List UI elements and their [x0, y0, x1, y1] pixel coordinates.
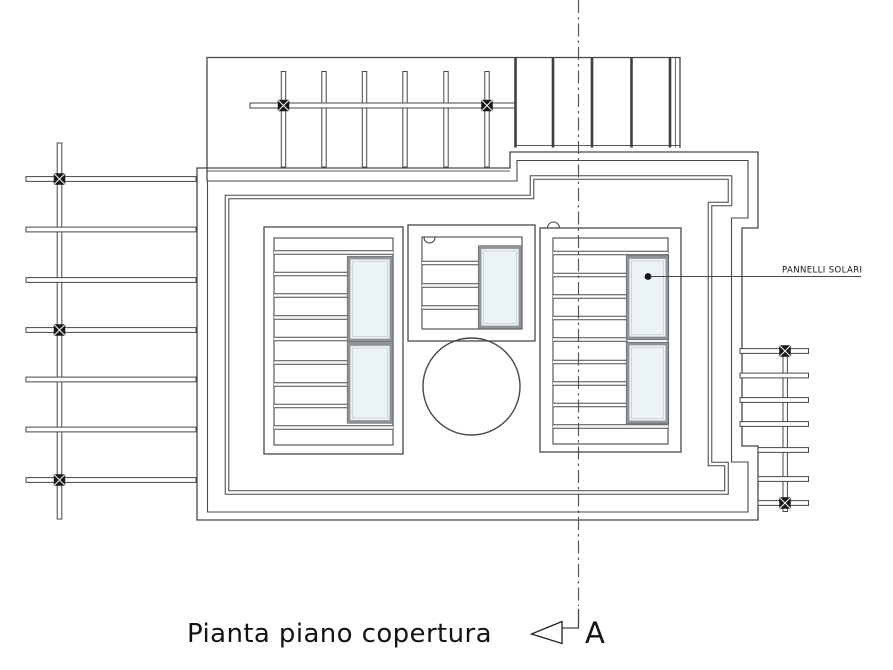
pannelli-solari-label: PANNELLI SOLARI — [782, 266, 862, 276]
building-outline — [196, 151, 759, 521]
section-arrow-head — [529, 620, 563, 645]
pergola-beam — [757, 476, 809, 482]
solar-panel — [346, 342, 394, 424]
vent-arc — [423, 237, 436, 244]
vent-arc — [546, 221, 561, 229]
pergola-post — [321, 71, 327, 168]
column-marker — [481, 99, 493, 112]
solar-panel — [625, 255, 670, 341]
pergola-beam — [25, 176, 197, 182]
section-line: A — [529, 0, 605, 650]
left-pergola — [25, 142, 197, 520]
solar-panel — [477, 245, 523, 330]
column-marker — [53, 474, 66, 486]
solar-panel — [346, 255, 394, 343]
roof-slats — [553, 250, 668, 429]
pergola-beam — [739, 421, 809, 427]
pergola-post — [443, 71, 449, 168]
skylight-circle — [422, 337, 521, 436]
plan-title: Pianta piano copertura — [187, 619, 492, 649]
pergola-beam — [757, 447, 809, 453]
column-marker — [53, 173, 66, 185]
column-marker — [53, 324, 66, 336]
pergola-beam — [739, 397, 809, 403]
pergola-post — [402, 71, 408, 168]
pergola-post — [280, 71, 287, 168]
pergola-beam — [249, 102, 517, 109]
roof-slats — [274, 250, 393, 430]
section-label: A — [585, 616, 605, 650]
solar-shading-band — [514, 58, 680, 148]
pergola-post — [782, 346, 788, 512]
column-marker — [779, 497, 791, 509]
roof-box-right — [539, 221, 682, 453]
column-marker — [779, 345, 791, 357]
section-arrow-stem — [562, 609, 580, 629]
upper-roof-outline — [206, 56, 681, 181]
solar-panel — [625, 341, 670, 425]
pergola-beam — [25, 376, 197, 383]
pergola-beam — [25, 277, 197, 283]
right-pergola — [739, 345, 809, 512]
roof-slats — [422, 260, 480, 310]
pergola-beam — [25, 477, 197, 483]
top-pergola — [249, 71, 517, 168]
pergola-post — [484, 71, 490, 168]
pergola-beam — [25, 226, 197, 233]
column-marker — [277, 99, 290, 112]
pergola-post — [361, 71, 368, 168]
upper-roof-block — [206, 56, 681, 181]
leader-dot — [644, 273, 652, 280]
solar-panel-annotation: PANNELLI SOLARI — [644, 266, 862, 280]
pergola-beam — [739, 372, 809, 379]
outer-outline — [196, 151, 759, 521]
pergola-beam — [25, 327, 197, 333]
pergola-beam — [25, 426, 197, 433]
roof-box-left — [263, 226, 404, 455]
roof-box-middle — [407, 224, 536, 342]
parapet-outline — [206, 159, 749, 513]
pergola-beam — [739, 348, 809, 354]
